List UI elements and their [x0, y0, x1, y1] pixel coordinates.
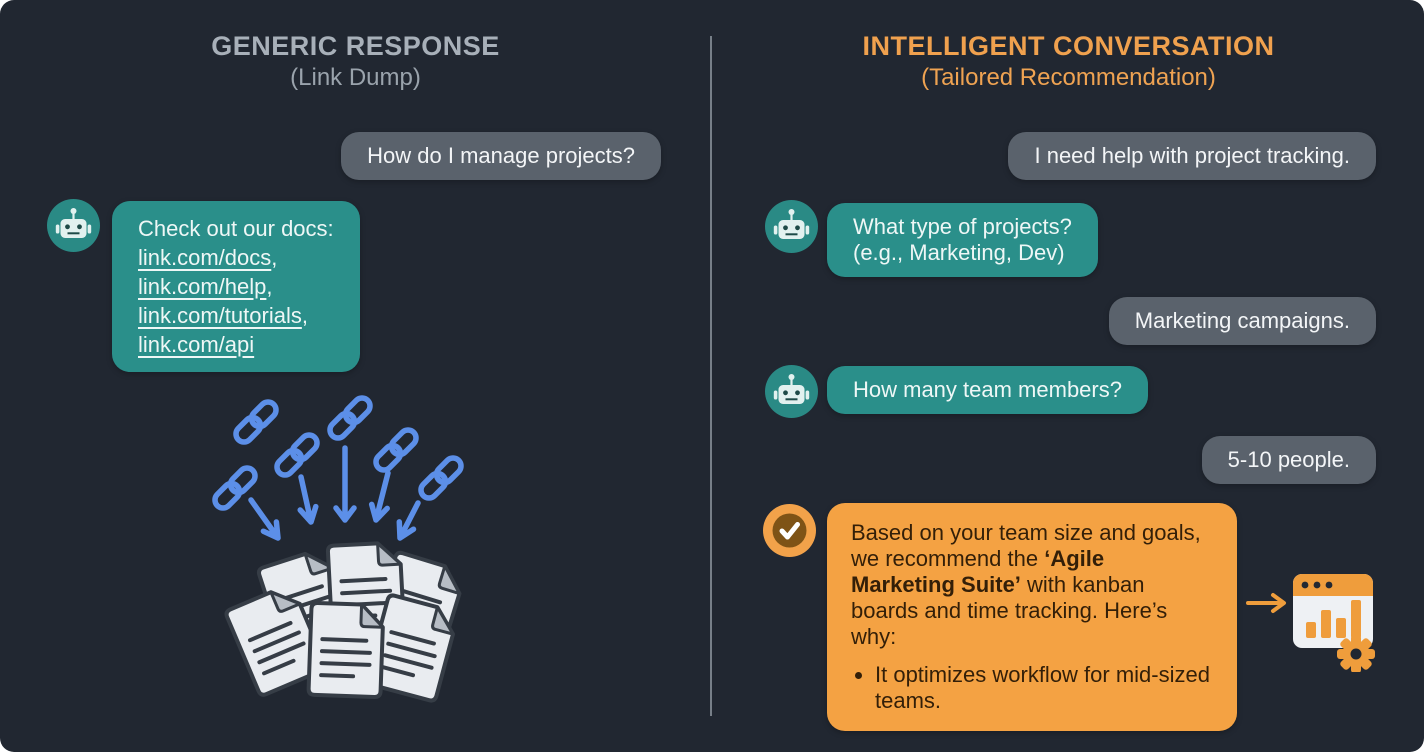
recommendation-bullets: It optimizes workflow for mid-sized team…: [851, 662, 1213, 714]
check-icon: [763, 504, 816, 557]
left-bot-message: Check out our docs: link.com/docs, link.…: [112, 201, 360, 372]
right-user-message-2: Marketing campaigns.: [1108, 297, 1376, 345]
link-separator: ,: [266, 274, 273, 299]
link-line: link.com/help,: [138, 272, 334, 301]
recommendation-text: Based on your team size and goals, we re…: [851, 520, 1213, 650]
link-api[interactable]: link.com/api: [138, 332, 255, 357]
robot-avatar-icon: [765, 365, 818, 418]
link-line: link.com/api: [138, 330, 334, 359]
link-help[interactable]: link.com/help: [138, 274, 267, 299]
recommendation-highlight: ‘Agile Marketing Suite’: [851, 546, 1105, 597]
right-user-message-3: 5-10 people.: [1201, 436, 1376, 484]
left-column-header: GENERIC RESPONSE (Link Dump): [0, 30, 711, 94]
column-divider: [710, 36, 712, 716]
link-tutorials[interactable]: link.com/tutorials: [138, 303, 302, 328]
link-line: link.com/tutorials,: [138, 301, 334, 330]
left-title: GENERIC RESPONSE: [211, 31, 500, 61]
recommendation-bullet: It optimizes workflow for mid-sized team…: [875, 662, 1213, 714]
bot-message-line: What type of projects?: [853, 214, 1072, 239]
right-subtitle: (Tailored Recommendation): [921, 64, 1216, 91]
left-user-message: How do I manage projects?: [341, 132, 661, 180]
right-bot-message-1: What type of projects? (e.g., Marketing,…: [827, 203, 1098, 277]
link-separator: ,: [301, 303, 308, 328]
arrow-down-icon: [248, 445, 421, 541]
right-column-header: INTELLIGENT CONVERSATION (Tailored Recom…: [713, 30, 1424, 94]
bot-message-intro: Check out our docs:: [138, 216, 334, 241]
arrow-right-icon: [1246, 592, 1292, 619]
link-separator: ,: [271, 245, 278, 270]
robot-avatar-icon: [765, 200, 818, 253]
chain-link-icon: [212, 395, 465, 512]
link-docs[interactable]: link.com/docs: [138, 245, 272, 270]
document-pile-icon: [225, 542, 468, 704]
bar-chart-icon: [1306, 600, 1361, 638]
recommendation-pre: Based on your team size and goals, we re…: [851, 520, 1201, 571]
link-line: link.com/docs,: [138, 243, 334, 272]
right-user-message-1: I need help with project tracking.: [1008, 132, 1376, 180]
recommendation-post: with kanban boards and time tracking. He…: [851, 572, 1168, 649]
right-title: INTELLIGENT CONVERSATION: [862, 31, 1275, 61]
bot-message-line: (e.g., Marketing, Dev): [853, 240, 1065, 265]
right-bot-message-2: How many team members?: [827, 366, 1148, 414]
analytics-window-gear-icon: [1292, 564, 1378, 677]
link-dump-illustration: [198, 388, 504, 723]
robot-avatar-icon: [47, 199, 100, 252]
gear-icon: [1337, 635, 1375, 673]
left-subtitle: (Link Dump): [290, 64, 421, 91]
recommendation-message: Based on your team size and goals, we re…: [827, 503, 1237, 731]
